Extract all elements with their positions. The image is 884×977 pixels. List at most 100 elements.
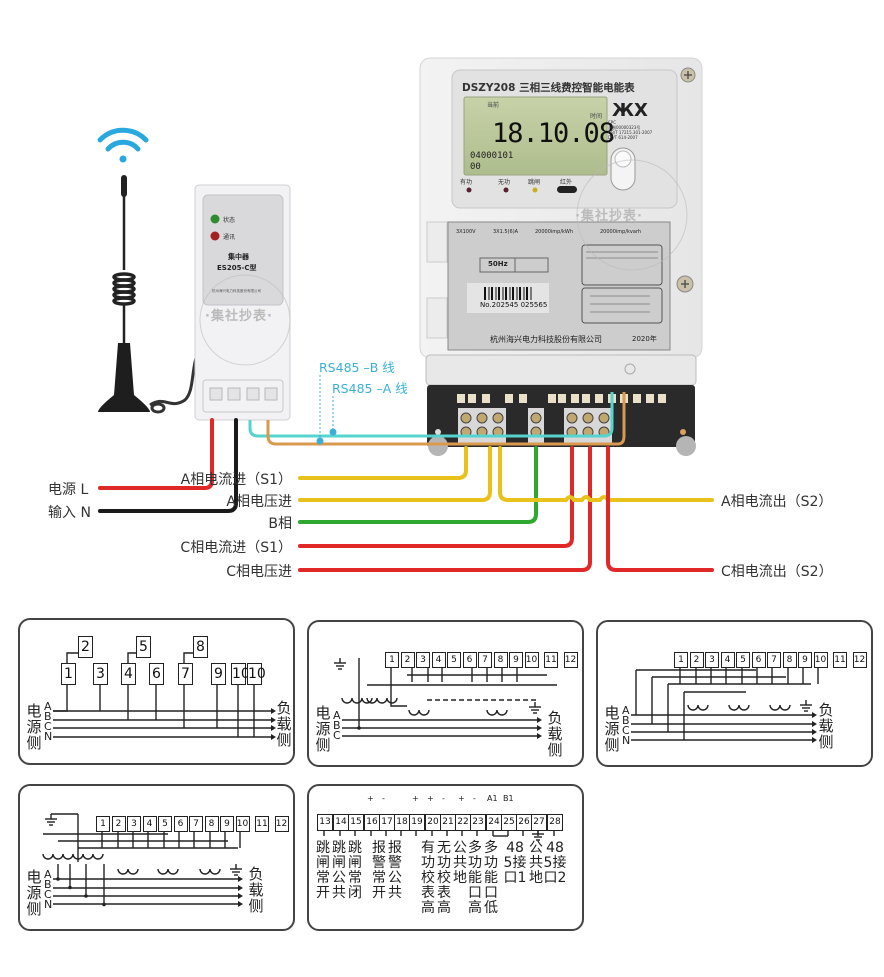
aux-function-label: 485接口2 [543,840,567,886]
terminal-box: 9 [509,652,523,668]
line-label-c: C [622,724,630,737]
polarity-label: + [458,794,465,803]
wire-a-current-in [298,446,468,480]
aux-terminal-box: 26 [516,814,532,831]
label-b-phase: B相 [268,516,292,532]
terminal-box: 3 [416,652,430,668]
ct-coil-icon [82,853,104,860]
line-label-a: A [333,709,341,722]
ct-coil-icon [42,853,64,860]
diagram-panel-three-phase-four-wire-ct [596,620,873,767]
junction-dot [357,726,361,730]
ct-coil-icon [687,704,709,711]
terminal-box: 7 [189,816,203,832]
aux-function-label: 跳闸公共 [332,840,346,901]
collector-maker: 杭州海兴电力科技股份有限公司 [212,289,261,293]
label-c-voltage-in: C相电压进 [226,564,292,580]
terminal-box: 11 [833,652,847,668]
aux-terminal-box: 17 [379,814,395,831]
collector-led-status: 状态 [223,217,236,224]
terminal-box: 1 [61,663,76,685]
arrow-icon [238,885,243,891]
watermark-text: ·集社抄表· [575,209,643,224]
wire-c-current-out [606,446,714,572]
spec-current: 3X1.5(6)A [493,229,519,235]
load-side-label: 负载侧 [547,709,563,759]
label-a-current-out: A相电流出（S2） [721,494,833,510]
line-label-b: B [333,719,341,732]
schematic-wire [127,652,136,663]
frequency-label: 50Hz [488,260,508,268]
wire-c-voltage-in [298,446,592,572]
arrow-icon [537,733,542,739]
junction-dot [102,902,106,907]
terminal-box: 10 [524,652,539,668]
terminal-box: 2 [400,652,415,668]
aux-function-label: 报警公共 [388,840,402,901]
terminal-box: 11 [255,816,269,832]
arrow-icon [537,725,542,731]
label-c-current-out: C相电流出（S2） [721,564,833,580]
terminal-box: 11 [544,652,558,668]
terminal-box: 2 [78,636,93,658]
arrow-icon [238,901,243,907]
meter-brand-logo: ЖX [612,100,648,121]
terminal-screw [492,412,504,424]
lcd-label-current: 当前 [487,102,500,109]
terminal-box: 12 [563,652,578,668]
aux-function-label: 跳闸常开 [316,840,330,901]
ct-coil-icon [157,868,179,875]
ct-coil-icon [117,868,139,875]
terminal-box: 6 [173,816,188,832]
aux-terminal-screw [558,394,566,403]
aux-terminal-screw [519,394,527,403]
terminal-box: 5 [736,652,750,668]
terminal-box: 2 [689,652,704,668]
terminal-box: 7 [178,663,193,685]
source-side-label: 电源侧 [315,704,331,754]
aux-terminal-box: 19 [409,814,425,831]
watermark-text: ·集社抄表· [205,309,273,324]
aux-terminal-box: 20 [425,814,441,831]
aux-terminal-screw [633,394,641,403]
schematic-wire [66,652,78,663]
collector-led-comm: 通讯 [223,234,236,241]
aux-terminal-screw [658,394,666,403]
source-side-label: 电源侧 [26,702,42,752]
aux-terminal-screw [548,394,556,403]
source-side-label: 电源侧 [604,704,620,754]
terminal-box: 8 [493,652,508,668]
aux-terminal-box: 14 [333,814,349,831]
polarity-label: A1 [487,794,498,803]
aux-terminal-box: 21 [440,814,456,831]
barcode [484,287,532,300]
junction-dot [56,877,60,881]
aux-terminal-box: 24 [486,814,502,831]
aux-terminal-screw [595,394,603,403]
arrow-icon [238,876,243,882]
terminal-screw [476,412,488,424]
collector-name: 集中器 [228,253,249,261]
terminal-box: 1 [385,652,399,668]
terminal-box: 10 [231,663,250,685]
ct-coil-icon [366,697,398,704]
aux-function-label: 无功校表高 [437,840,451,916]
schematic-wire [183,652,193,663]
manufacture-year: 2020年 [632,335,657,343]
terminal-screw [582,412,594,424]
arrow-icon [812,721,817,727]
aux-function-label: 公共地 [529,840,543,886]
arrow-icon [271,708,276,714]
ct-coil-icon [486,709,508,716]
arrow-icon [812,712,817,718]
wire-a-voltage-in [298,446,492,502]
ct-coil-icon [769,704,791,711]
line-label-n: N [622,734,631,747]
line-label-c: C [44,720,52,733]
aux-terminal-box: 23 [470,814,486,831]
terminal-box: 3 [93,663,108,685]
aux-function-label: 有功校表高 [421,840,435,916]
terminal-screw [460,412,472,424]
ct-coil-icon [341,697,373,704]
schematic-wire [53,683,68,712]
